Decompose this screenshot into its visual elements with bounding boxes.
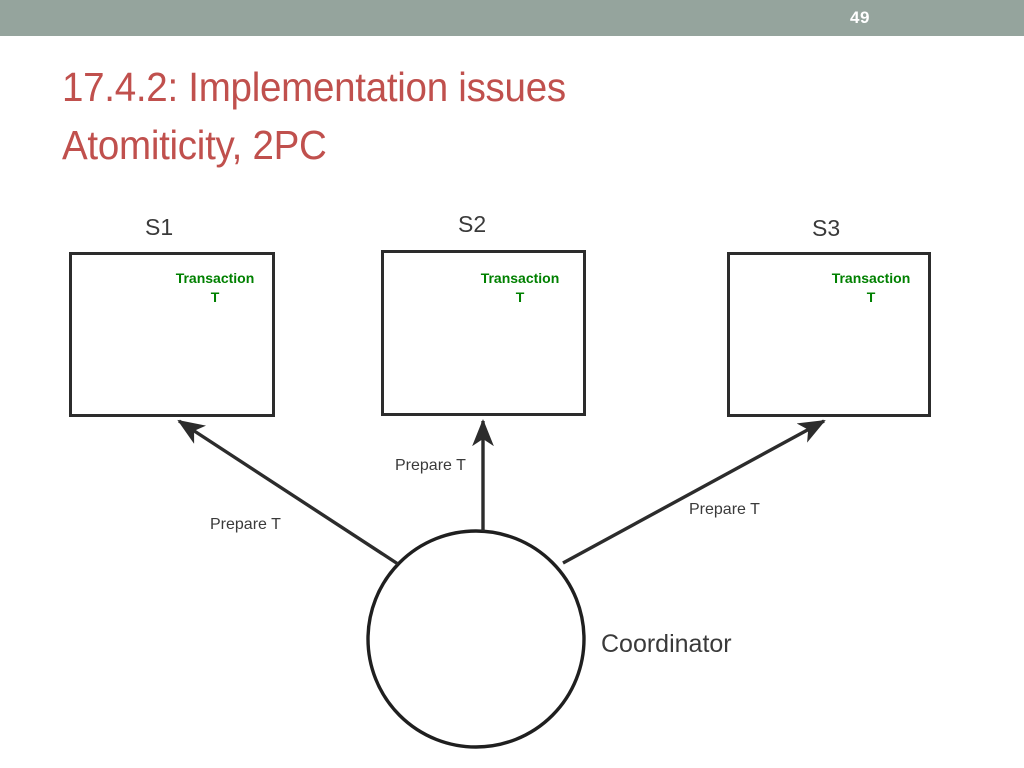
server-box-s3[interactable] [727,252,931,417]
arrow-coordinator-to-s1 [177,419,399,566]
slide-number: 49 [850,8,870,27]
slide-header-band [0,0,1024,36]
message-label-prepare-t-s1: Prepare T [210,516,281,533]
page-title: 17.4.2: Implementation issues Atomiticit… [62,64,566,168]
server-box-s1[interactable] [69,252,275,417]
coordinator-label: Coordinator [601,630,732,658]
server-box-s2[interactable] [381,250,586,416]
server-label-s1: S1 [145,214,174,240]
arrow-coordinator-to-s3 [562,419,826,565]
transaction-label-s2: Transaction T [480,270,560,305]
transaction-label-s3: Transaction T [831,270,911,305]
server-label-s2: S2 [458,211,487,237]
transaction-label-s1: Transaction T [175,270,255,305]
message-label-prepare-t-s2: Prepare T [395,457,466,474]
server-label-s3: S3 [812,215,841,241]
coordinator-circle [366,529,586,749]
message-label-prepare-t-s3: Prepare T [689,501,760,518]
